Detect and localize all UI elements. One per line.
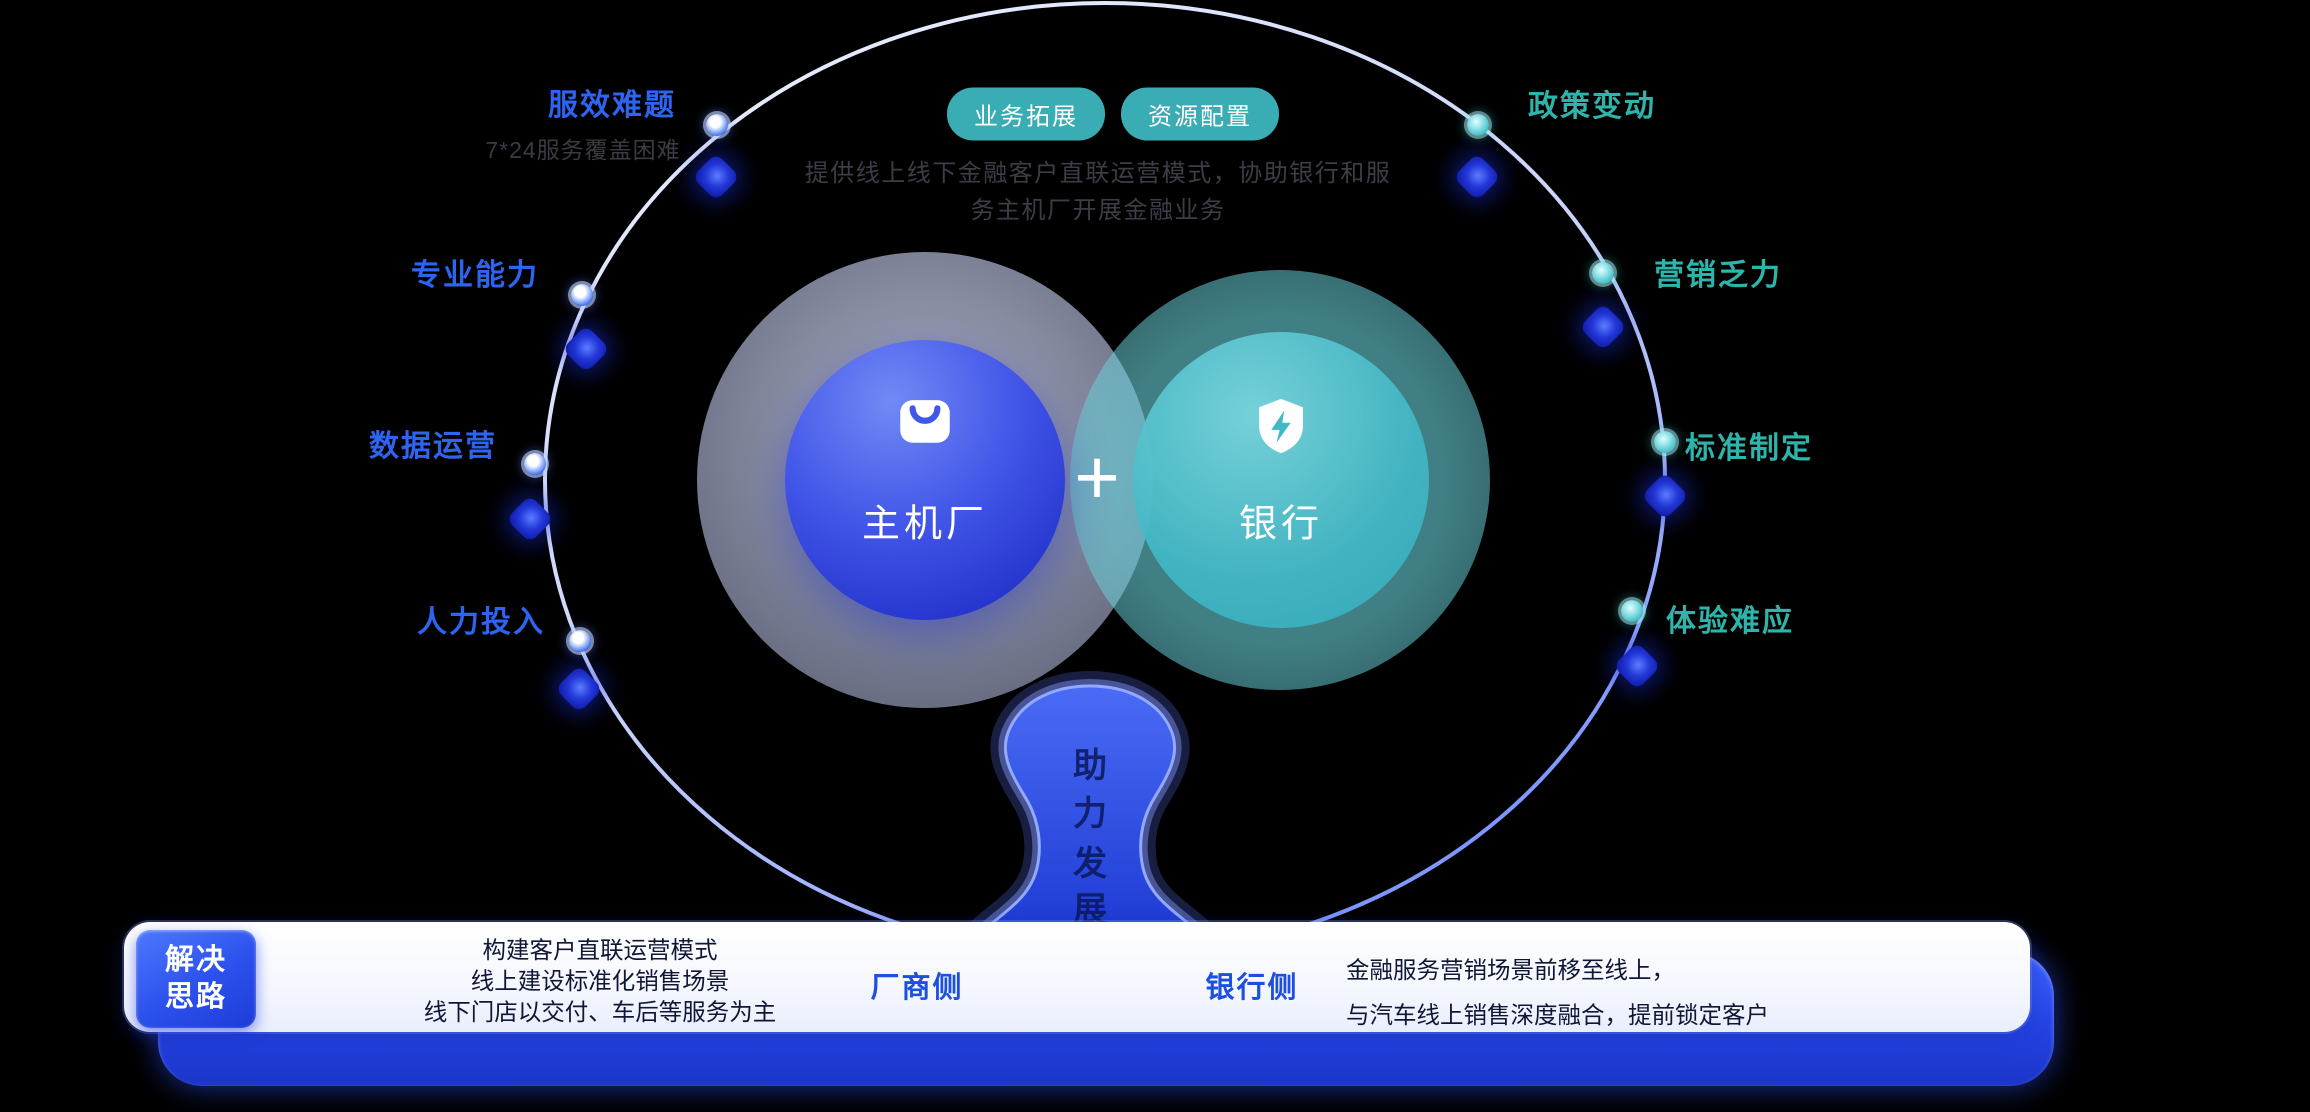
ring-dot — [1592, 262, 1614, 284]
pain-experience-adaptation: 体验难应 — [1666, 605, 1794, 638]
solution-badge-line-1: 解决 — [164, 944, 227, 976]
ring-dot — [1654, 431, 1676, 453]
center-description: 提供线上线下金融客户直联运营模式，协助银行和服 务主机厂开展金融业务 — [805, 155, 1392, 229]
trunk-text-char: 展 — [1073, 891, 1107, 929]
pain-service-efficiency-sub: 7*24服务覆盖困难 — [485, 137, 681, 163]
bank-circle — [1133, 332, 1429, 628]
trunk-text-char: 力 — [1073, 795, 1107, 833]
solution-badge-line-2: 思路 — [164, 981, 227, 1013]
pain-data-operation: 数据运营 — [369, 430, 497, 463]
bank-circle-label: 银行 — [1238, 503, 1324, 546]
solution-left-line: 构建客户直联运营模式 — [482, 937, 718, 963]
shopping-bag-icon — [900, 400, 950, 443]
badge-business-expansion: 业务拓展 — [947, 87, 1105, 141]
pain-professional-ability: 专业能力 — [411, 259, 539, 292]
pain-standard-setting: 标准制定 — [1685, 432, 1813, 465]
trunk-text-char: 助 — [1073, 747, 1107, 785]
pain-weak-marketing: 营销乏力 — [1654, 259, 1782, 292]
ring-dot — [524, 453, 546, 475]
solution-right-line: 金融服务营销场景前移至线上， — [1346, 957, 1675, 983]
manufacturer-side-label: 厂商侧 — [870, 972, 964, 1004]
ring-dot — [1621, 600, 1643, 622]
oem-circle — [785, 340, 1065, 620]
ring-dot — [569, 630, 591, 652]
trunk-text-char: 发 — [1073, 845, 1107, 883]
solution-left-line: 线下门店以交付、车后等服务为主 — [423, 999, 777, 1025]
ring-dot — [706, 114, 728, 136]
pain-service-efficiency: 服效难题 — [548, 89, 676, 122]
bank-solution-text: 金融服务营销场景前移至线上， 与汽车线上销售深度融合，提前锁定客户 — [1346, 948, 1769, 1038]
bank-side-label: 银行侧 — [1205, 972, 1299, 1004]
solution-right-line: 与汽车线上销售深度融合，提前锁定客户 — [1346, 1002, 1769, 1028]
solution-bar — [124, 922, 2030, 1032]
pain-policy-change: 政策变动 — [1528, 90, 1656, 123]
oem-circle-label: 主机厂 — [861, 503, 989, 546]
solution-badge: 解决 思路 — [136, 930, 256, 1028]
manufacturer-solution-text: 构建客户直联运营模式 线上建设标准化销售场景 线下门店以交付、车后等服务为主 — [424, 935, 777, 1028]
pain-manpower-input: 人力投入 — [417, 606, 545, 639]
ring-dot — [1467, 114, 1489, 136]
description-line-2: 务主机厂开展金融业务 — [970, 197, 1226, 224]
description-line-1: 提供线上线下金融客户直联运营模式，协助银行和服 — [804, 160, 1392, 187]
ring-dot — [571, 284, 593, 306]
solution-left-line: 线上建设标准化销售场景 — [470, 968, 730, 994]
badge-resource-allocation: 资源配置 — [1121, 87, 1279, 141]
shield-lightning-icon — [1259, 398, 1303, 454]
plus-sign: + — [1074, 433, 1120, 521]
